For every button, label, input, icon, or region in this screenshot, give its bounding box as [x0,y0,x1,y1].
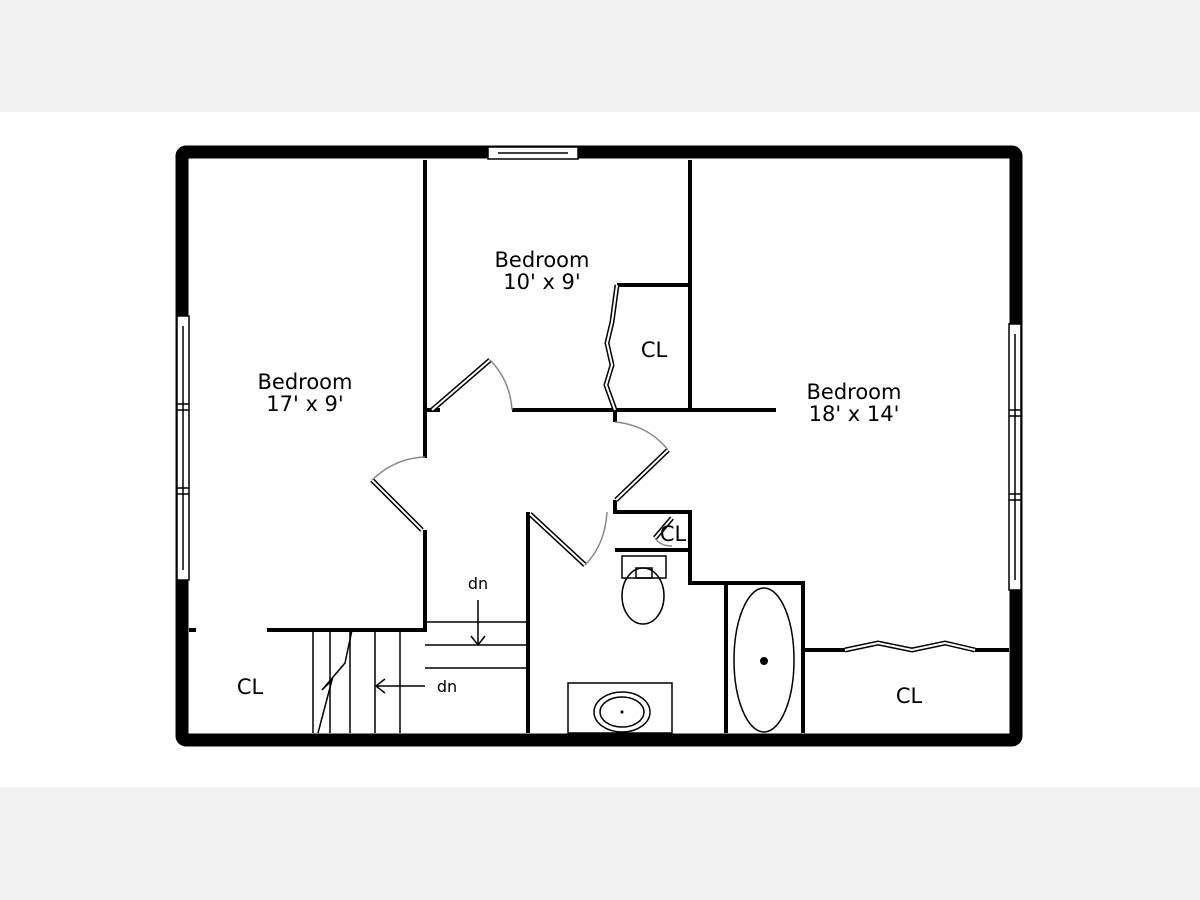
exterior-wall [175,145,1023,747]
room-size: 10' x 9' [503,270,580,294]
stairs-down-label: dn [437,677,457,696]
window-left [176,315,190,581]
bathtub [733,587,795,733]
closet-label: CL [896,684,923,708]
closet-label: CL [237,675,264,699]
closet-label: CL [660,522,687,546]
door-small-closet[interactable] [653,516,674,547]
bifold-door-closet-right[interactable] [844,640,976,653]
room-name: Bedroom [807,380,902,404]
closet-label: CL [641,338,668,362]
room-size: 17' x 9' [266,392,343,416]
window-top [487,146,579,160]
door-bedroom-17x9[interactable] [370,456,426,532]
stairs-down-arrow-2 [374,678,425,694]
door-bedroom-10x9[interactable] [430,358,513,412]
stairs-down-arrow-1 [470,600,486,647]
toilet [621,555,667,625]
stairs-down-label: dn [468,574,488,593]
door-bathroom[interactable] [528,511,608,567]
window-right [1008,323,1022,591]
room-name: Bedroom [258,370,353,394]
room-size: 18' x 14' [809,402,900,426]
vanity-sink [567,682,673,734]
door-bedroom-18x14[interactable] [614,421,670,502]
canvas-background [0,112,1200,787]
staircase[interactable] [312,621,528,734]
bifold-door-closet-top[interactable] [603,284,620,411]
room-name: Bedroom [495,248,590,272]
